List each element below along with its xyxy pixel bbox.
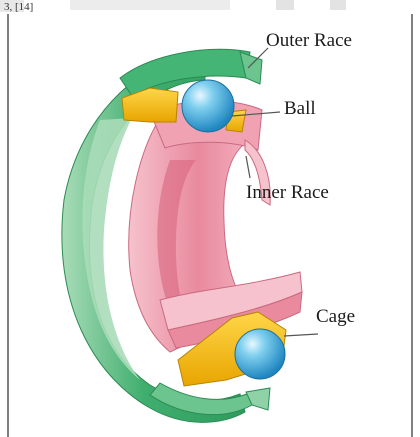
inner-race-label: Inner Race (246, 182, 329, 204)
inner-race-leader (246, 156, 250, 178)
cage-leader (284, 334, 318, 336)
top-ball (182, 80, 234, 132)
inner-race (129, 101, 302, 352)
outer-race-label: Outer Race (266, 30, 352, 52)
ball-label: Ball (284, 98, 316, 120)
cage-label: Cage (316, 306, 355, 328)
bottom-ball (235, 329, 285, 379)
